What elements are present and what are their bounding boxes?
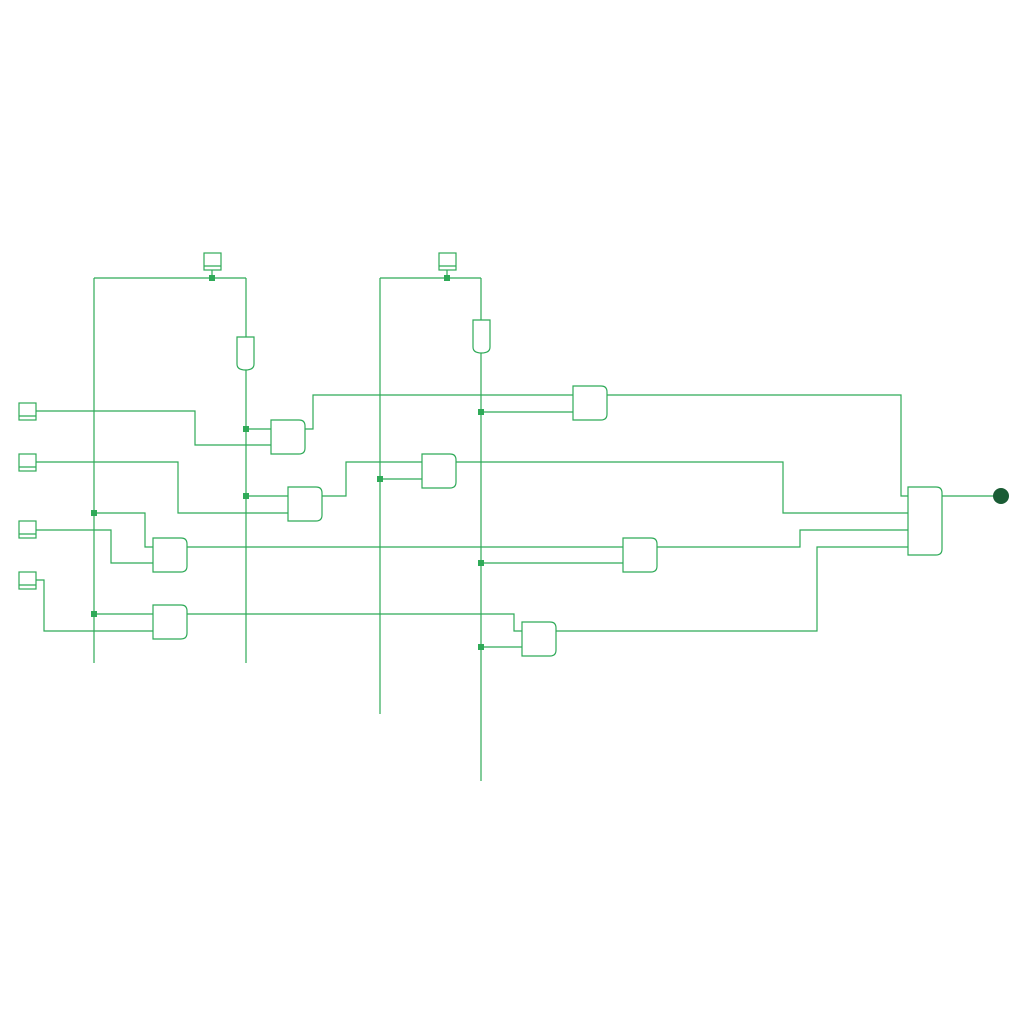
output-node [993,488,1009,504]
junction-3 [243,493,249,499]
wire-26 [607,394,908,497]
junction-7 [478,409,484,415]
junction-9 [478,644,484,650]
junctions [91,275,484,650]
wire-16 [94,512,153,548]
junction-5 [91,611,97,617]
gates [152,319,943,657]
output-node-group [993,488,1009,504]
input-pin-left-2 [18,453,37,472]
wire-10 [36,410,271,446]
wires [36,270,1001,781]
output-and-gate [907,486,943,556]
junction-8 [478,560,484,566]
input-pin-top-2 [438,252,457,271]
wire-23 [321,461,422,497]
wire-22 [305,394,573,430]
wire-12 [36,529,153,564]
wire-11 [36,461,288,514]
wire-13 [36,579,153,632]
junction-6 [377,476,383,482]
wire-28 [657,529,908,548]
and-gate-5 [421,453,457,489]
wire-27 [456,461,908,514]
and-gate-7 [622,537,658,573]
wire-29 [556,546,908,632]
and-gate-2 [287,486,323,522]
inverter-1 [236,336,255,371]
wire-25 [187,613,522,632]
and-gate-6 [572,385,608,421]
and-gate-4 [152,604,188,640]
input-pin-left-1 [18,402,37,421]
junction-2 [243,426,249,432]
input-pin-left-3 [18,520,37,539]
and-gate-3 [152,537,188,573]
junction-4 [91,510,97,516]
input-pins [18,252,457,590]
junction-1 [444,275,450,281]
input-pin-top-1 [203,252,222,271]
inverter-2 [472,319,491,354]
and-gate-8 [521,621,557,657]
junction-0 [209,275,215,281]
and-gate-1 [270,419,306,455]
input-pin-left-4 [18,571,37,590]
